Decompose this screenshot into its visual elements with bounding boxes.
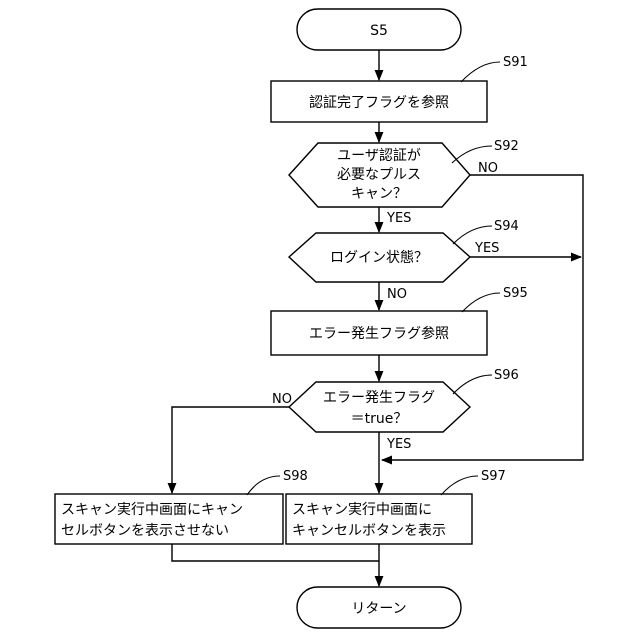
edge-label-s96-no: NO xyxy=(272,392,292,407)
process-s91-text: 認証完了フラグを参照 xyxy=(309,94,449,111)
process-s98-line1: スキャン実行中画面にキャン xyxy=(61,502,243,518)
step-s98-label: S98 xyxy=(283,469,308,484)
decision-s94-text: ログイン状態？ xyxy=(330,250,428,266)
end-label: リターン xyxy=(351,601,406,617)
edge-label-s96-yes: YES xyxy=(386,437,411,452)
decision-s92-line3: キャン？ xyxy=(351,186,407,202)
step-s97-leader xyxy=(441,476,478,495)
step-s92-label: S92 xyxy=(494,139,519,154)
process-s98: スキャン実行中画面にキャン セルボタンを表示させない S98 xyxy=(55,469,308,544)
decision-s96-line1: エラー発生フラグ xyxy=(323,390,435,406)
step-s96-leader xyxy=(453,375,492,394)
edge-label-s92-yes: YES xyxy=(386,211,411,226)
decision-s96: エラー発生フラグ ＝true？ S96 NO YES xyxy=(272,368,519,452)
step-s95-leader xyxy=(462,293,500,312)
edge-label-s92-no: NO xyxy=(478,161,498,176)
step-s97-label: S97 xyxy=(481,469,506,484)
start-label: S5 xyxy=(370,23,388,39)
step-s96-label: S96 xyxy=(494,368,519,383)
process-s95-text: エラー発生フラグ参照 xyxy=(309,325,449,342)
step-s98-leader xyxy=(247,476,280,495)
process-s97: スキャン実行中画面に キャンセルボタンを表示 S97 xyxy=(286,469,506,544)
decision-s92-line1: ユーザ認証が xyxy=(337,148,421,164)
decision-s92: ユーザ認証が 必要なプルス キャン？ S92 NO YES xyxy=(289,139,519,226)
step-s95-label: S95 xyxy=(503,286,528,301)
decision-s94: ログイン状態？ S94 YES NO xyxy=(289,219,519,302)
decision-s96-line2: ＝true？ xyxy=(351,411,408,427)
process-s98-line2: セルボタンを表示させない xyxy=(61,523,229,539)
process-s91: 認証完了フラグを参照 S91 xyxy=(271,55,528,122)
step-s91-label: S91 xyxy=(503,55,528,70)
edge-label-s94-no: NO xyxy=(387,287,407,302)
process-s97-line1: スキャン実行中画面に xyxy=(292,502,432,518)
decision-s92-line2: 必要なプルス xyxy=(337,167,421,183)
edge-label-s94-yes: YES xyxy=(474,241,499,256)
step-s94-label: S94 xyxy=(494,219,519,234)
edge-s96-no xyxy=(172,407,289,493)
start-terminal: S5 xyxy=(297,9,461,50)
edge-s98-to-end xyxy=(172,544,379,561)
process-s97-line2: キャンセルボタンを表示 xyxy=(292,523,446,539)
end-terminal: リターン xyxy=(297,587,461,628)
step-s91-leader xyxy=(461,62,500,82)
